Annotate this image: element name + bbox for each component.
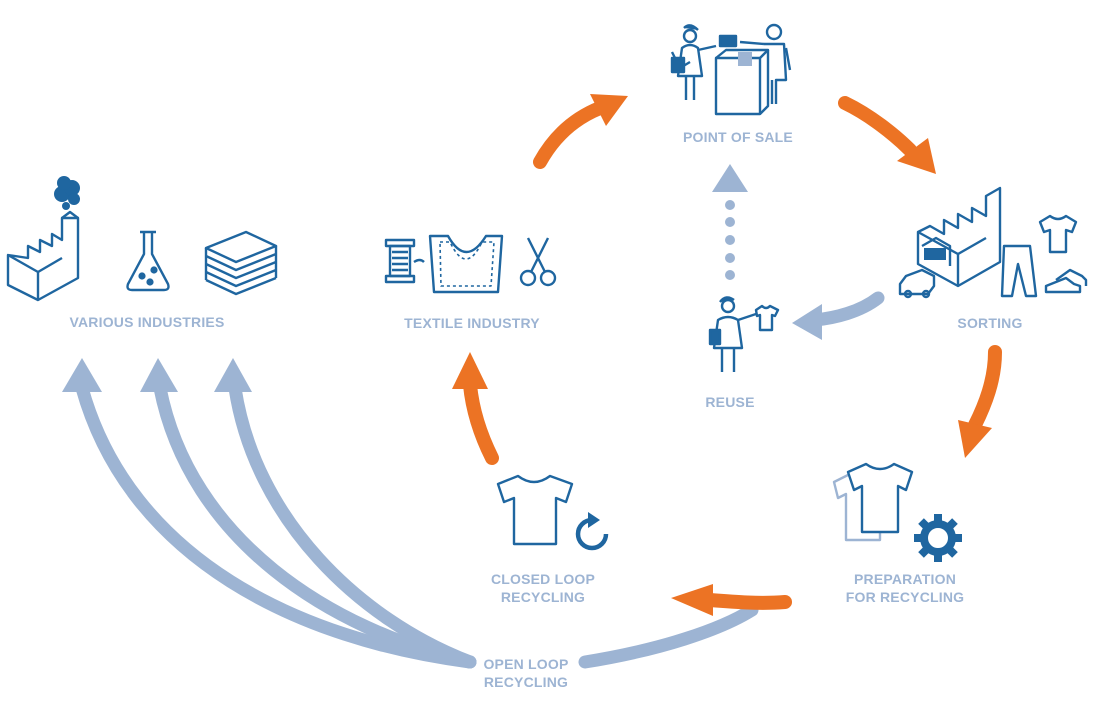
label-preparation-line1: PREPARATION (853, 571, 957, 587)
label-open-loop-line1: OPEN LOOP (483, 656, 569, 672)
arrow-preparation-to-closed (703, 593, 792, 610)
textile-industry-icons (384, 234, 557, 294)
closed-loop-icons (496, 474, 609, 551)
reuse-to-sale-dotted-arrow (712, 164, 748, 280)
tshirt-icon (496, 474, 574, 546)
label-closed-loop-line2: RECYCLING (500, 589, 586, 605)
arrow-textile-to-sale (533, 101, 607, 169)
label-reuse: REUSE (705, 394, 755, 410)
various-industries-icons (6, 176, 278, 302)
label-point-of-sale: POINT OF SALE (683, 129, 793, 145)
arrow-sale-to-sorting (838, 96, 917, 157)
garment-pattern-icon (428, 234, 504, 294)
recycle-arrow-icon (575, 512, 609, 551)
label-preparation: PREPARATION FOR RECYCLING (830, 570, 980, 606)
arrowhead-industries-1 (62, 358, 102, 392)
arrowhead-to-textile (452, 352, 488, 389)
label-open-loop: OPEN LOOP RECYCLING (466, 655, 586, 691)
open-loop-arrow-to-industries-3 (228, 381, 477, 669)
trousers-icon (1000, 244, 1038, 298)
main-cycle-arrowheads (452, 94, 992, 616)
smoke-cloud-icon (54, 176, 80, 210)
tshirt-stack-icon (832, 462, 914, 542)
open-loop-arrowheads (62, 304, 822, 392)
scissors-icon (519, 237, 557, 287)
counter-icon (714, 34, 770, 116)
thread-spool-icon (384, 238, 425, 284)
person-with-shirt-icon (708, 296, 780, 372)
label-closed-loop-line1: CLOSED LOOP (490, 571, 596, 587)
label-preparation-line2: FOR RECYCLING (845, 589, 965, 605)
factory-icon (6, 176, 80, 302)
arrowhead-to-closed (671, 584, 713, 616)
arrowhead-to-reuse (792, 304, 822, 340)
arrowhead-to-sale (590, 94, 628, 126)
point-of-sale-icons (670, 23, 792, 116)
shoes-icon (1044, 268, 1088, 294)
label-sorting: SORTING (957, 315, 1023, 331)
open-loop-arrows (75, 291, 885, 669)
arrow-sorting-to-preparation (968, 345, 1002, 432)
arrowhead-to-preparation (958, 420, 992, 458)
arrowhead-industries-3 (214, 358, 252, 392)
preparation-icons (832, 462, 962, 562)
dotted-arrowhead (712, 164, 748, 192)
label-closed-loop: CLOSED LOOP RECYCLING (478, 570, 608, 606)
arrow-closed-to-textile (463, 378, 499, 465)
gear-icon (914, 514, 962, 562)
reuse-arrow-shaft (808, 291, 885, 327)
truck-icon (898, 268, 936, 299)
label-textile-industry: TEXTILE INDUSTRY (404, 315, 540, 331)
sorting-icons (898, 186, 1088, 299)
main-cycle-arrows (463, 96, 1002, 610)
arrowhead-to-sorting (897, 138, 936, 174)
open-loop-arrow-from-preparation (578, 603, 759, 669)
tshirt-icon (1038, 214, 1078, 254)
sorting-plant-icon (916, 186, 1002, 288)
stacked-sheets-icon (204, 230, 278, 296)
shopper-icon (670, 24, 717, 100)
open-loop-arrow-to-industries-1 (75, 381, 477, 669)
label-open-loop-line2: RECYCLING (483, 674, 569, 690)
clerk-icon (739, 23, 792, 104)
open-loop-arrow-to-industries-2 (153, 381, 477, 669)
arrowhead-industries-2 (140, 358, 178, 392)
flask-icon (126, 230, 170, 292)
label-various-industries: VARIOUS INDUSTRIES (69, 314, 225, 330)
